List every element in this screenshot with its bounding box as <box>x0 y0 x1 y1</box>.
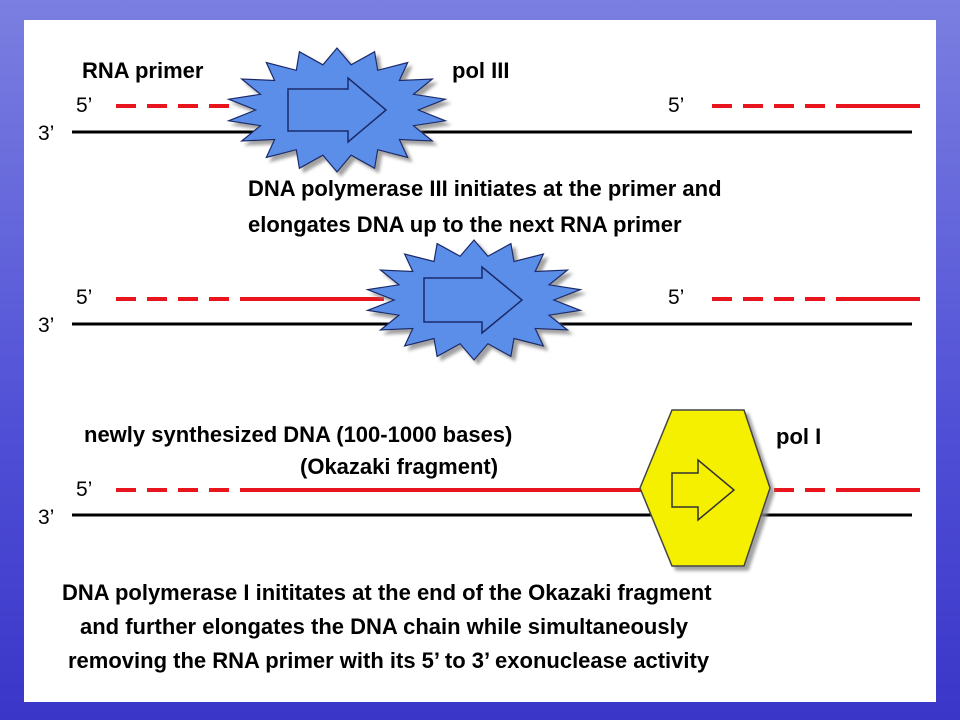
rna-primer-label: RNA primer <box>82 58 204 83</box>
slide: RNA primer pol III 5’ 5’ 3’ DNA polymera… <box>24 20 936 702</box>
arrow-icon <box>671 458 736 522</box>
panel-3: newly synthesized DNA (100-1000 bases) (… <box>38 409 920 673</box>
caption-3-line3: removing the RNA primer with its 5’ to 3… <box>68 648 710 673</box>
five-prime-label-right: 5’ <box>668 286 684 309</box>
new-dna-label: newly synthesized DNA (100-1000 bases) <box>84 422 512 447</box>
three-prime-label: 3’ <box>38 506 54 529</box>
panel-2: 5’ 5’ 3’ <box>38 239 920 361</box>
arrow-icon <box>287 76 388 144</box>
caption-1-line2: elongates DNA up to the next RNA primer <box>248 212 682 237</box>
caption-3-line2: and further elongates the DNA chain whil… <box>80 614 689 639</box>
five-prime-label: 5’ <box>76 478 92 501</box>
five-prime-label-right: 5’ <box>668 94 684 117</box>
arrow-icon <box>423 265 524 335</box>
replication-diagram: RNA primer pol III 5’ 5’ 3’ DNA polymera… <box>38 47 920 673</box>
three-prime-label: 3’ <box>38 122 54 145</box>
five-prime-label-left: 5’ <box>76 286 92 309</box>
pol3-label: pol III <box>452 58 509 83</box>
five-prime-label-left: 5’ <box>76 94 92 117</box>
panel-1: RNA primer pol III 5’ 5’ 3’ DNA polymera… <box>38 47 920 237</box>
pol1-label: pol I <box>776 424 821 449</box>
caption-3-line1: DNA polymerase I inititates at the end o… <box>62 580 712 605</box>
three-prime-label: 3’ <box>38 314 54 337</box>
caption-1-line1: DNA polymerase III initiates at the prim… <box>248 176 722 201</box>
okazaki-label: (Okazaki fragment) <box>300 454 498 479</box>
